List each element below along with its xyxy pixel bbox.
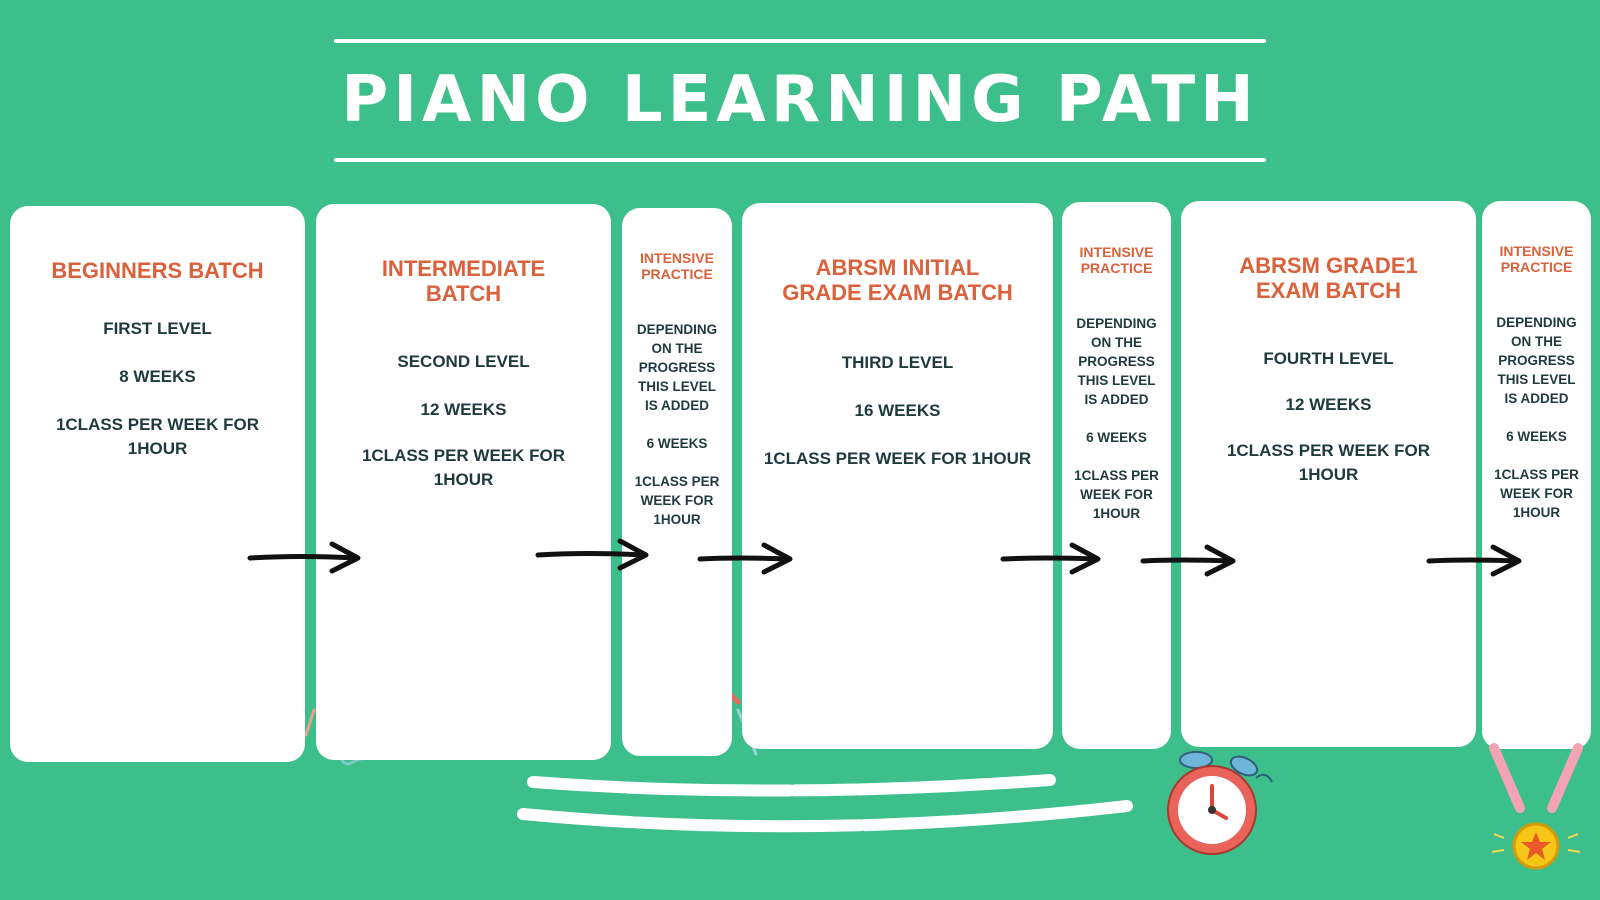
card-heading: ABRSM INITIAL xyxy=(815,255,980,280)
duration-text: 6 WEEKS xyxy=(646,436,708,451)
description-text: ON THE xyxy=(1090,335,1142,350)
description-text: PROGRESS xyxy=(638,360,716,375)
description-text: THIS LEVEL xyxy=(1077,373,1156,388)
schedule-text: 1CLASS PER WEEK FOR xyxy=(1226,441,1431,460)
description-text: DEPENDING xyxy=(1076,316,1157,331)
level-text: SECOND LEVEL xyxy=(397,352,530,371)
card-intensive-practice-3: INTENSIVE PRACTICE DEPENDING ON THE PROG… xyxy=(1482,201,1591,749)
card-heading: PRACTICE xyxy=(1080,260,1153,276)
right-arrow-icon xyxy=(1140,544,1236,577)
schedule-text: 1HOUR xyxy=(1298,465,1359,484)
description-text: ON THE xyxy=(651,341,703,356)
title-rule-top xyxy=(334,39,1266,43)
description-text: ON THE xyxy=(1510,334,1562,349)
duration-text: 12 WEEKS xyxy=(420,400,507,419)
schedule-text: 1CLASS PER xyxy=(1074,468,1159,483)
schedule-text: 1CLASS PER xyxy=(634,474,720,489)
card-heading: INTENSIVE xyxy=(1499,243,1574,259)
schedule-text: 1HOUR xyxy=(1092,506,1141,521)
schedule-text: WEEK FOR xyxy=(1080,487,1153,502)
card-intermediate-batch: INTERMEDIATE BATCH SECOND LEVEL 12 WEEKS… xyxy=(316,204,611,760)
duration-text: 8 WEEKS xyxy=(119,367,196,386)
right-arrow-icon xyxy=(535,538,649,571)
schedule-text: 1HOUR xyxy=(433,470,494,489)
card-beginners-batch: BEGINNERS BATCH FIRST LEVEL 8 WEEKS 1CLA… xyxy=(10,206,305,762)
card-heading: INTENSIVE xyxy=(640,250,714,266)
right-arrow-icon xyxy=(1426,544,1522,577)
card-intensive-practice-1: INTENSIVE PRACTICE DEPENDING ON THE PROG… xyxy=(622,208,732,756)
card-heading: ABRSM GRADE1 xyxy=(1239,253,1418,278)
card-heading: INTENSIVE xyxy=(1079,244,1154,260)
schedule-text: 1HOUR xyxy=(653,512,701,527)
alarm-clock-icon xyxy=(1167,751,1273,855)
card-abrsm-grade1-exam: ABRSM GRADE1 EXAM BATCH FOURTH LEVEL 12 … xyxy=(1181,201,1476,747)
card-heading: INTERMEDIATE xyxy=(381,256,546,281)
description-text: IS ADDED xyxy=(644,398,709,413)
card-abrsm-initial-grade: ABRSM INITIAL GRADE EXAM BATCH THIRD LEV… xyxy=(742,203,1053,749)
description-text: PROGRESS xyxy=(1078,354,1155,369)
duration-text: 6 WEEKS xyxy=(1506,429,1567,444)
level-text: FIRST LEVEL xyxy=(103,319,212,338)
level-text: THIRD LEVEL xyxy=(841,353,954,372)
schedule-text: 1CLASS PER WEEK FOR xyxy=(361,446,566,465)
card-heading: PRACTICE xyxy=(1500,259,1573,275)
title-rule-bottom xyxy=(334,158,1266,162)
schedule-text: 1CLASS PER xyxy=(1494,467,1579,482)
schedule-text: 1CLASS PER WEEK FOR xyxy=(55,415,260,434)
brush-stroke-decoration xyxy=(517,774,1133,833)
card-heading: EXAM BATCH xyxy=(1255,278,1402,303)
duration-text: 16 WEEKS xyxy=(854,401,941,420)
description-text: THIS LEVEL xyxy=(637,379,716,394)
description-text: DEPENDING xyxy=(636,322,718,337)
description-text: PROGRESS xyxy=(1498,353,1575,368)
right-arrow-icon xyxy=(1000,542,1101,575)
duration-text: 6 WEEKS xyxy=(1086,430,1147,445)
right-arrow-icon xyxy=(697,542,793,575)
schedule-text: 1HOUR xyxy=(1512,505,1561,520)
level-text: FOURTH LEVEL xyxy=(1263,349,1394,368)
card-intensive-practice-2: INTENSIVE PRACTICE DEPENDING ON THE PROG… xyxy=(1062,202,1171,749)
description-text: IS ADDED xyxy=(1084,392,1149,407)
schedule-text: 1CLASS PER WEEK FOR 1HOUR xyxy=(763,449,1032,468)
page-title: PIANO LEARNING PATH xyxy=(341,63,1259,137)
card-heading: PRACTICE xyxy=(641,266,713,282)
description-text: DEPENDING xyxy=(1496,315,1577,330)
card-heading: BEGINNERS BATCH xyxy=(51,258,264,283)
schedule-text: 1HOUR xyxy=(127,439,188,458)
duration-text: 12 WEEKS xyxy=(1285,395,1372,414)
card-heading: BATCH xyxy=(425,281,502,306)
schedule-text: WEEK FOR xyxy=(1500,486,1573,501)
schedule-text: WEEK FOR xyxy=(640,493,714,508)
right-arrow-icon xyxy=(247,541,361,574)
description-text: THIS LEVEL xyxy=(1497,372,1576,387)
description-text: IS ADDED xyxy=(1504,391,1569,406)
card-heading: GRADE EXAM BATCH xyxy=(782,280,1013,305)
medal-icon xyxy=(1489,743,1583,870)
